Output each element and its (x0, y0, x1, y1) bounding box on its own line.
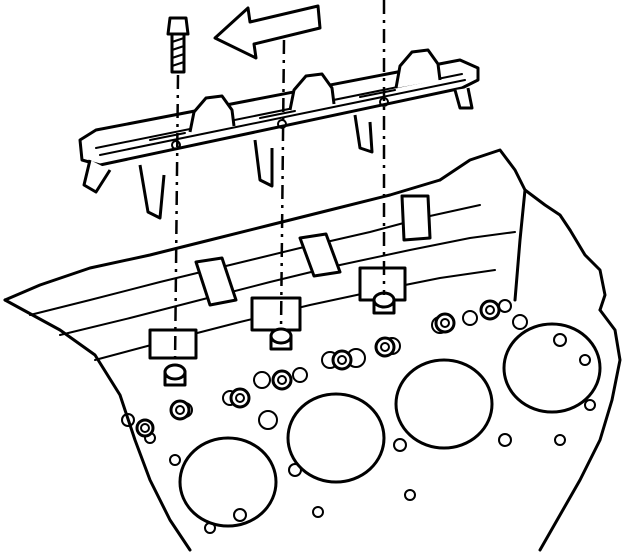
valve-lifter-guide-retainer (78, 48, 480, 220)
cylinder-bore-4 (502, 322, 602, 414)
cylinder-bore-3 (394, 358, 494, 450)
retainer-bolt (166, 16, 190, 74)
cylinder-bore-2 (286, 392, 386, 484)
cylinder-bore-1 (178, 436, 278, 528)
alignment-lines (173, 0, 386, 366)
engine-block (3, 148, 622, 552)
cylinder-bores (178, 322, 602, 528)
direction-arrow-icon (213, 4, 322, 60)
valve-springs (135, 299, 501, 438)
